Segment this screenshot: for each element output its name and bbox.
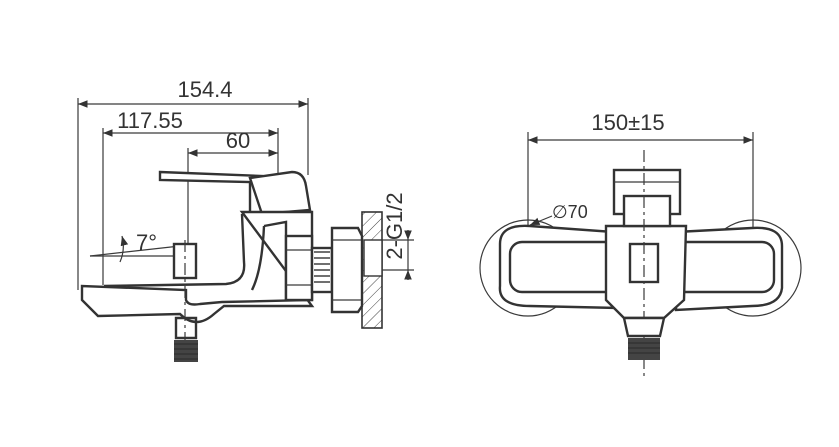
dimension-flange-diameter: ∅70	[529, 202, 588, 226]
dimension-overall-length: 154.4	[77, 77, 309, 290]
front-lever-base	[622, 194, 672, 228]
dimension-thread: 2-G1/2	[382, 192, 414, 280]
outlet-thread	[174, 316, 198, 362]
wall-section	[361, 211, 383, 329]
connector-nut	[284, 226, 364, 314]
dimension-angle: 7°	[89, 230, 181, 263]
left-handle-recess	[508, 240, 620, 294]
lever-handle	[158, 170, 264, 216]
spout-curve	[103, 213, 246, 288]
dim-middle-label: 117.55	[117, 108, 183, 133]
dimension-centers: 150±15	[527, 110, 754, 250]
dim-short-label: 60	[226, 128, 250, 153]
side-view: 154.4 117.55 60 7°	[77, 77, 414, 362]
right-handle-recess	[672, 240, 776, 294]
dim-overall-label: 154.4	[177, 77, 232, 102]
lever-cap	[248, 170, 312, 216]
dimension-middle-length: 117.55	[102, 108, 278, 285]
dim-centers-label: 150±15	[591, 110, 664, 135]
dim-thread-label: 2-G1/2	[382, 192, 407, 259]
front-outlet	[622, 316, 666, 360]
front-view: 150±15 ∅70	[479, 110, 802, 380]
dim-flange-label: ∅70	[552, 202, 588, 222]
faucet-body	[80, 210, 315, 324]
dim-angle-label: 7°	[136, 230, 157, 255]
